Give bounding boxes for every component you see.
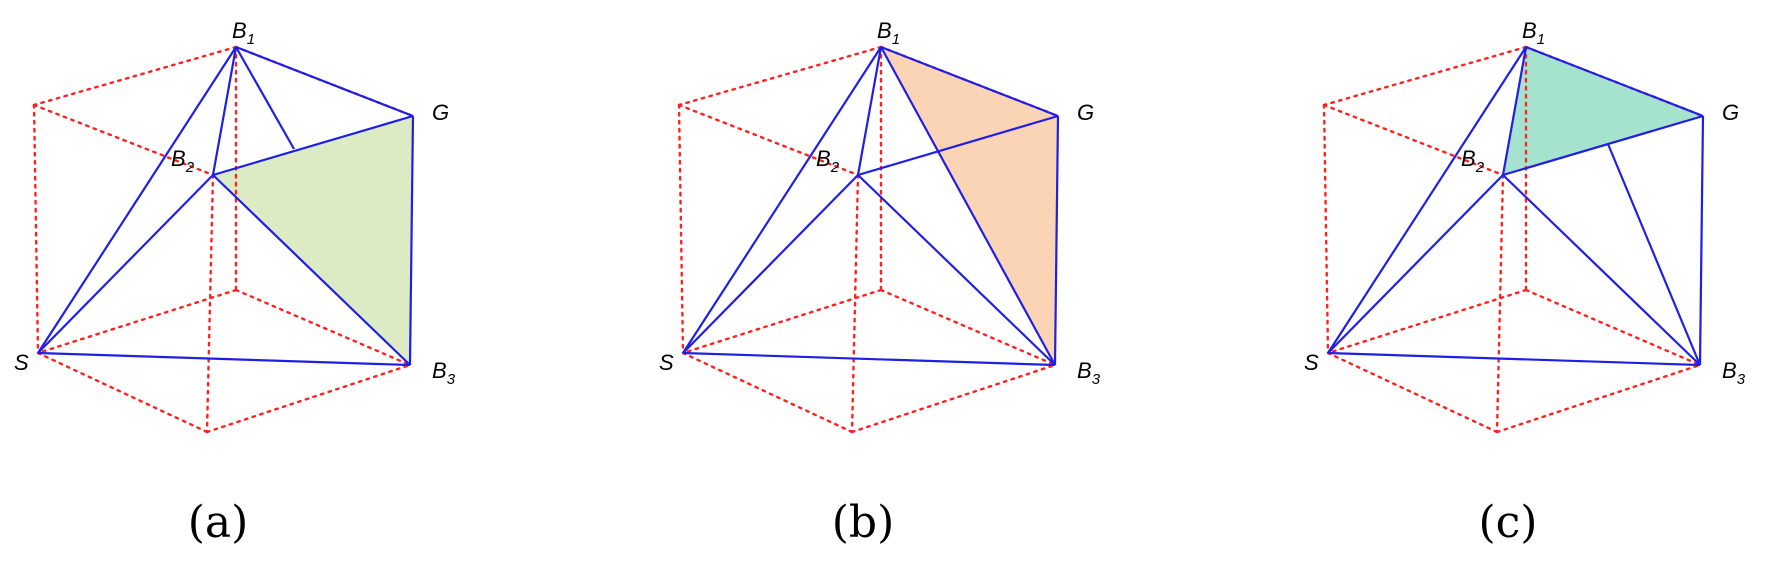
dashed-cube-a [32, 45, 415, 434]
label-b2: B2 [171, 146, 195, 176]
caption-a: (a) [188, 497, 249, 548]
simplex-edges-c [1327, 45, 1705, 367]
dashed-cube-c [1322, 45, 1705, 434]
shaded-face-a [213, 116, 413, 365]
label-b3: B3 [1722, 358, 1746, 388]
label-g: G [432, 100, 449, 125]
vertex-labels-c: B1 G B2 S B3 [1304, 18, 1746, 388]
label-b3: B3 [1077, 358, 1101, 388]
caption-c: (c) [1479, 497, 1538, 548]
panel-a: B1 G B2 S B3 (a) [14, 18, 456, 548]
label-b2: B2 [1461, 146, 1485, 176]
label-b3: B3 [432, 358, 456, 388]
label-s: S [14, 350, 29, 375]
label-b1: B1 [877, 18, 900, 48]
simplex-edges-a [37, 45, 415, 367]
label-b1: B1 [232, 18, 255, 48]
panel-b: B1 G B2 S B3 (b) [659, 18, 1101, 548]
label-b1: B1 [1522, 18, 1545, 48]
simplex-edges-b [682, 45, 1060, 367]
vertex-labels-b: B1 G B2 S B3 [659, 18, 1101, 388]
vertex-labels-a: B1 G B2 S B3 [14, 18, 456, 388]
shaded-face-c [1503, 47, 1703, 175]
label-g: G [1722, 100, 1739, 125]
caption-b: (b) [832, 497, 895, 548]
label-b2: B2 [816, 146, 840, 176]
panel-c: B1 G B2 S B3 (c) [1304, 18, 1746, 548]
label-g: G [1077, 100, 1094, 125]
label-s: S [659, 350, 674, 375]
label-s: S [1304, 350, 1319, 375]
